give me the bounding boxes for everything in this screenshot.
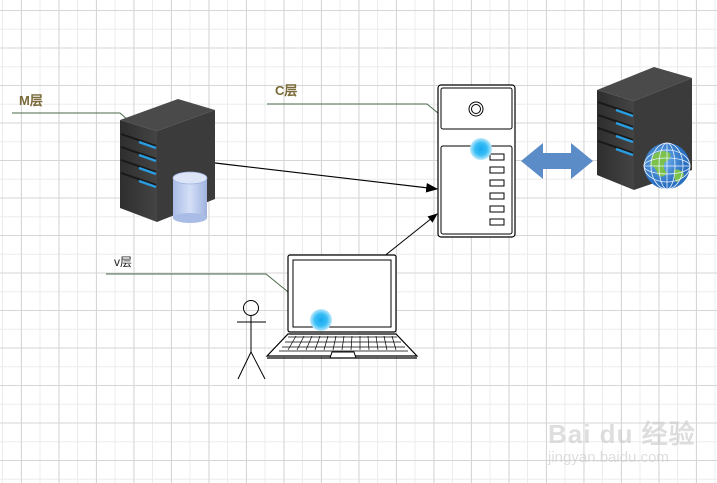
watermark-url: jingyan.baidu.com	[548, 449, 669, 466]
database-server-icon[interactable]	[120, 99, 215, 223]
laptop-icon[interactable]	[265, 254, 419, 359]
m-layer-callout	[12, 112, 129, 121]
c-layer-label: C层	[275, 83, 298, 98]
v-layer-marker	[310, 309, 332, 331]
watermark: Bai du 经验 jingyan.baidu.com	[548, 414, 696, 466]
model-to-controller-arrow	[214, 162, 439, 193]
v-layer-callout	[106, 273, 315, 314]
c-layer-marker	[470, 138, 492, 160]
v-layer-label: v层	[114, 255, 133, 269]
database-cylinder-icon	[172, 171, 208, 223]
bidirectional-arrow-icon	[521, 143, 593, 179]
globe-icon	[643, 142, 691, 190]
m-layer-label: M层	[19, 93, 43, 108]
controller-tower-icon[interactable]	[437, 84, 516, 238]
user-stick-figure-icon	[237, 300, 266, 380]
web-server-icon[interactable]	[597, 67, 692, 190]
watermark-brand: Bai du 经验	[548, 419, 696, 449]
